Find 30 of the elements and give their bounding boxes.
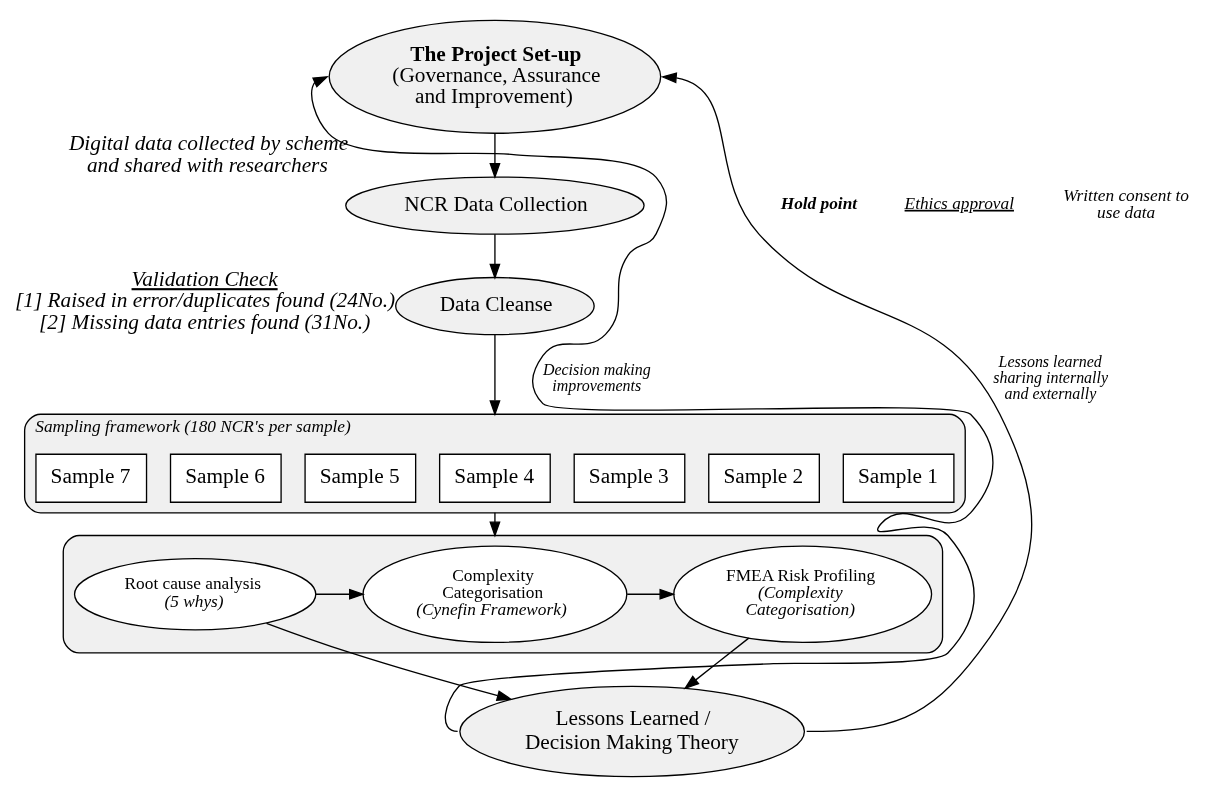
arrow xyxy=(489,512,501,538)
node-ellipse: Root cause analysis (5 whys) xyxy=(73,557,317,631)
cluster xyxy=(62,534,944,654)
node-box: Sample 6 xyxy=(169,453,282,503)
node-ellipse: Complexity Categorisation (Cynefin Framework) xyxy=(362,545,628,643)
label: Hold point xyxy=(780,193,858,213)
edge-label: Decision making improvements xyxy=(542,361,651,395)
node-box: Sample 1 xyxy=(842,453,955,503)
label: Ethics approval xyxy=(904,193,1014,213)
node-ellipse: Lessons Learned / Decision Making Theory xyxy=(459,685,806,778)
arrow xyxy=(683,637,750,690)
arrow xyxy=(489,132,501,180)
node-label: Digital data collected by scheme and shared with researchers xyxy=(68,131,349,177)
node-box: Sample 5 xyxy=(304,453,417,503)
arrow xyxy=(489,233,501,280)
arrow xyxy=(489,334,501,417)
node-box: Sample 7 xyxy=(35,453,148,503)
node-ellipse: NCR Data Collection xyxy=(345,176,645,235)
edge-label: Lessons learned sharing internally and externally xyxy=(993,353,1109,403)
arrow xyxy=(315,588,365,600)
label: Written consent to use data xyxy=(1063,185,1190,223)
node-ellipse: FMEA Risk Profiling (Complexity Categorisation) xyxy=(673,545,933,643)
node-box: Sample 4 xyxy=(438,453,551,503)
node-ellipse: Data Cleanse xyxy=(395,276,595,336)
arrow xyxy=(660,72,1033,733)
node-ellipse: The Project Set-up (Governance, Assurance and Improvement) xyxy=(328,19,662,134)
arrow xyxy=(265,622,513,701)
node-box: Sample 2 xyxy=(708,453,820,503)
node-box: Sample 3 xyxy=(573,453,686,503)
arrow xyxy=(626,588,676,600)
